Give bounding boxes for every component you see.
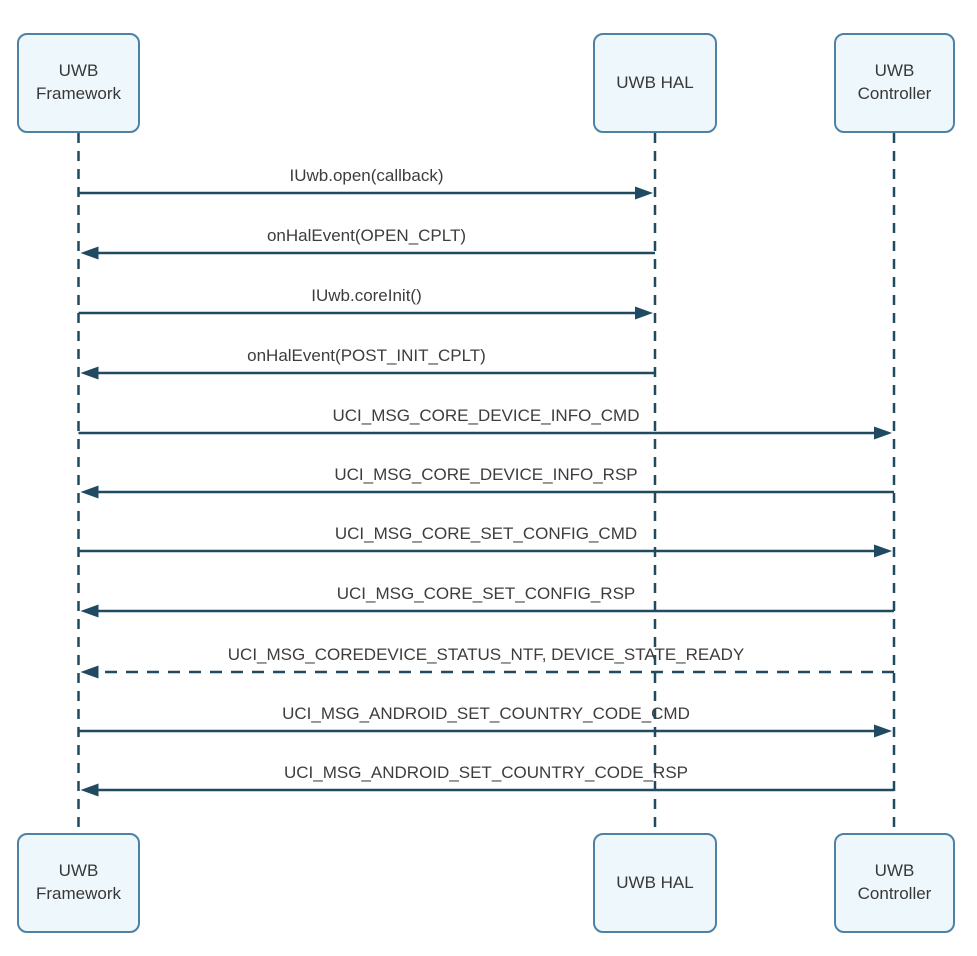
- message-arrowhead-6: [874, 544, 892, 558]
- message-arrowhead-0: [635, 186, 653, 200]
- participant-label: UWB Controller: [857, 861, 932, 903]
- message-arrowhead-3: [80, 366, 99, 380]
- participant-label: UWB Controller: [857, 61, 932, 103]
- message-arrowhead-4: [874, 426, 892, 440]
- participant-uwb-framework-bottom: UWB Framework: [17, 833, 140, 933]
- message-arrowhead-9: [874, 724, 892, 738]
- participant-uwb-framework-top: UWB Framework: [17, 33, 140, 133]
- participant-uwb-controller-bottom: UWB Controller: [834, 833, 955, 933]
- message-arrowhead-1: [80, 246, 99, 260]
- participant-label: UWB HAL: [616, 72, 694, 92]
- participant-label: UWB Framework: [35, 861, 121, 903]
- participant-label: UWB Framework: [35, 61, 121, 103]
- message-arrowhead-10: [80, 783, 99, 797]
- message-arrowhead-7: [80, 604, 99, 618]
- participant-label: UWB HAL: [616, 872, 694, 892]
- message-arrowhead-8: [80, 665, 99, 679]
- participant-uwb-controller-top: UWB Controller: [834, 33, 955, 133]
- message-arrowhead-5: [80, 485, 99, 499]
- participant-uwb-hal-bottom: UWB HAL: [593, 833, 717, 933]
- message-arrowhead-2: [635, 306, 653, 320]
- participant-uwb-hal-top: UWB HAL: [593, 33, 717, 133]
